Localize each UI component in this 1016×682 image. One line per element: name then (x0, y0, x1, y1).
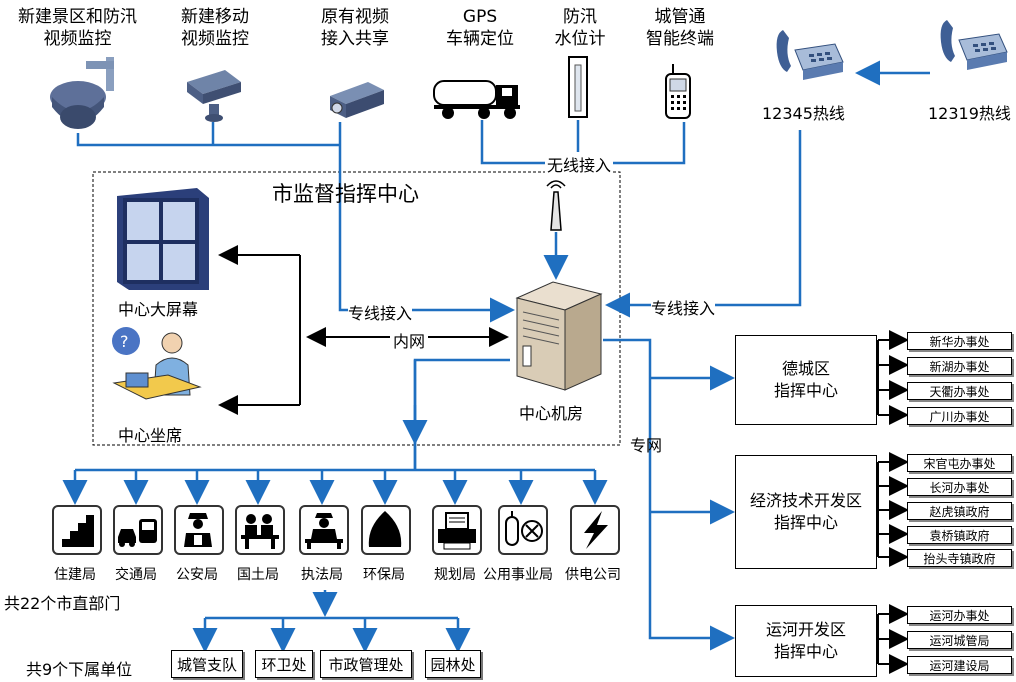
water-gauge-icon (568, 56, 588, 118)
office-box: 宋官屯办事处 (907, 454, 1012, 472)
district-econ-box: 经济技术开发区指挥中心 (735, 455, 877, 569)
hotline-12345-phone-icon (776, 30, 844, 80)
office-box: 新华办事处 (907, 332, 1012, 350)
dept-label: 公用事业局 (483, 567, 553, 583)
dept-label: 执法局 (301, 567, 343, 583)
water-level-label: 防汛 水位计 (554, 7, 606, 49)
scenic-monitor-label: 新建景区和防汛 视频监控 (18, 7, 137, 49)
private-network-label: 专网 (630, 436, 663, 455)
stairs-icon (52, 505, 102, 555)
sub-unit-box: 市政管理处 (320, 650, 412, 678)
dept-label: 供电公司 (565, 567, 621, 583)
dept-label: 住建局 (54, 567, 96, 583)
car-bus-icon (113, 505, 163, 555)
box-camera-icon (330, 82, 384, 118)
existing-video-label: 原有视频 接入共享 (321, 7, 389, 49)
dome-camera-icon (50, 57, 114, 129)
antenna-icon (546, 180, 566, 231)
big-screen-icon (117, 188, 209, 290)
seat-label: 中心坐席 (118, 426, 183, 445)
utility-icon (498, 505, 548, 555)
big-screen-label: 中心大屏幕 (118, 300, 199, 319)
dept-label: 国土局 (237, 567, 279, 583)
svg-text:?: ? (120, 332, 129, 351)
truck-icon (433, 80, 520, 119)
office-box: 运河办事处 (907, 606, 1012, 624)
office-box: 运河建设局 (907, 656, 1012, 674)
city-terminal-label: 城管通 智能终端 (646, 7, 714, 49)
police-icon (174, 505, 224, 555)
server-icon (515, 281, 603, 391)
sub-unit-box: 城管支队 (171, 650, 243, 678)
dept-label: 规划局 (434, 567, 476, 583)
gps-label: GPS 车辆定位 (446, 7, 514, 49)
operator-seat-icon: ? (112, 327, 202, 400)
land-office-icon (235, 505, 285, 555)
lightning-icon (570, 505, 620, 555)
wireless-access-label: 无线接入 (545, 152, 614, 176)
office-box: 天衢办事处 (907, 382, 1012, 400)
dept-count-note: 共22个市直部门 (4, 594, 121, 613)
office-box: 运河城管局 (907, 631, 1012, 649)
sub-unit-box: 环卫处 (255, 650, 313, 678)
office-box: 长河办事处 (907, 478, 1012, 496)
intranet-label: 内网 (390, 328, 429, 352)
mobile-camera-icon (187, 70, 241, 122)
mobile-monitor-label: 新建移动 视频监控 (181, 7, 249, 49)
sub-units-note: 共9个下属单位 (26, 660, 133, 679)
center-title: 市监督指挥中心 (272, 182, 419, 206)
dept-label: 环保局 (363, 567, 405, 583)
district-decheng-box: 德城区指挥中心 (735, 335, 877, 425)
office-box: 赵虎镇政府 (907, 502, 1012, 520)
dept-label: 公安局 (176, 567, 218, 583)
office-box: 袁桥镇政府 (907, 526, 1012, 544)
environment-icon (361, 505, 411, 555)
planning-printer-icon (432, 505, 482, 555)
sub-unit-box: 园林处 (425, 650, 481, 678)
hotline-12319-phone-icon (940, 20, 1008, 70)
district-yunhe-box: 运河开发区指挥中心 (735, 605, 877, 677)
phone-terminal-icon (665, 64, 691, 119)
office-box: 新湖办事处 (907, 357, 1012, 375)
dept-label: 交通局 (115, 567, 157, 583)
dedicated-line-right-label: 专线接入 (651, 295, 716, 319)
hotline-12345-label: 12345热线 (762, 104, 845, 123)
office-box: 广川办事处 (907, 407, 1012, 425)
office-box: 抬头寺镇政府 (907, 549, 1012, 567)
machine-room-label: 中心机房 (519, 404, 584, 423)
hotline-12319-label: 12319热线 (928, 104, 1011, 123)
law-enforcement-icon (299, 505, 349, 555)
dedicated-line-left-label: 专线接入 (348, 300, 413, 324)
